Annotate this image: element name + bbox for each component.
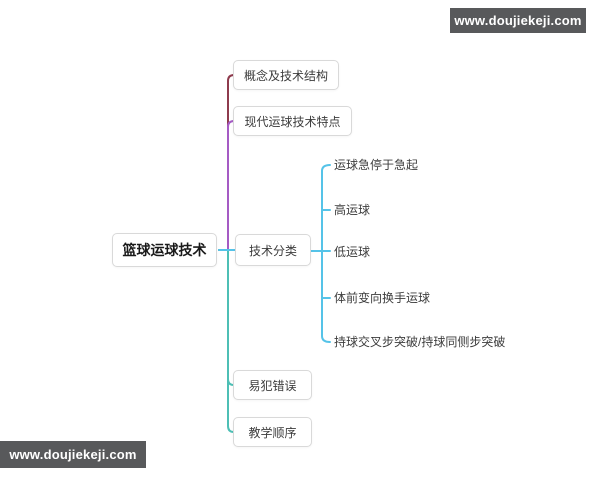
branch-node-mistakes[interactable]: 易犯错误 [233, 370, 312, 400]
edge-mistakes [218, 249, 235, 386]
branch-node-teaching[interactable]: 教学顺序 [233, 417, 312, 447]
leaf-node-stop-start-dribble[interactable]: 运球急停于急起 [334, 158, 419, 172]
leaf-node-breakthrough[interactable]: 持球交叉步突破/持球同侧步突破 [334, 335, 506, 349]
mindmap-root-node[interactable]: 篮球运球技术 [112, 233, 217, 267]
edge-classification-trunk [321, 164, 331, 343]
branch-node-classification[interactable]: 技术分类 [235, 234, 311, 266]
edge-modern [218, 120, 235, 251]
branch-node-modern[interactable]: 现代运球技术特点 [233, 106, 352, 136]
leaf-node-crossover-dribble[interactable]: 体前变向换手运球 [334, 291, 431, 305]
watermark-top-right: www.doujiekeji.com [450, 8, 586, 33]
leaf-node-low-dribble[interactable]: 低运球 [334, 245, 371, 259]
edge-concept [218, 74, 235, 251]
watermark-bottom-left: www.doujiekeji.com [0, 441, 146, 468]
edge-teaching [218, 249, 235, 433]
branch-node-concept[interactable]: 概念及技术结构 [233, 60, 339, 90]
leaf-node-high-dribble[interactable]: 高运球 [334, 203, 371, 217]
